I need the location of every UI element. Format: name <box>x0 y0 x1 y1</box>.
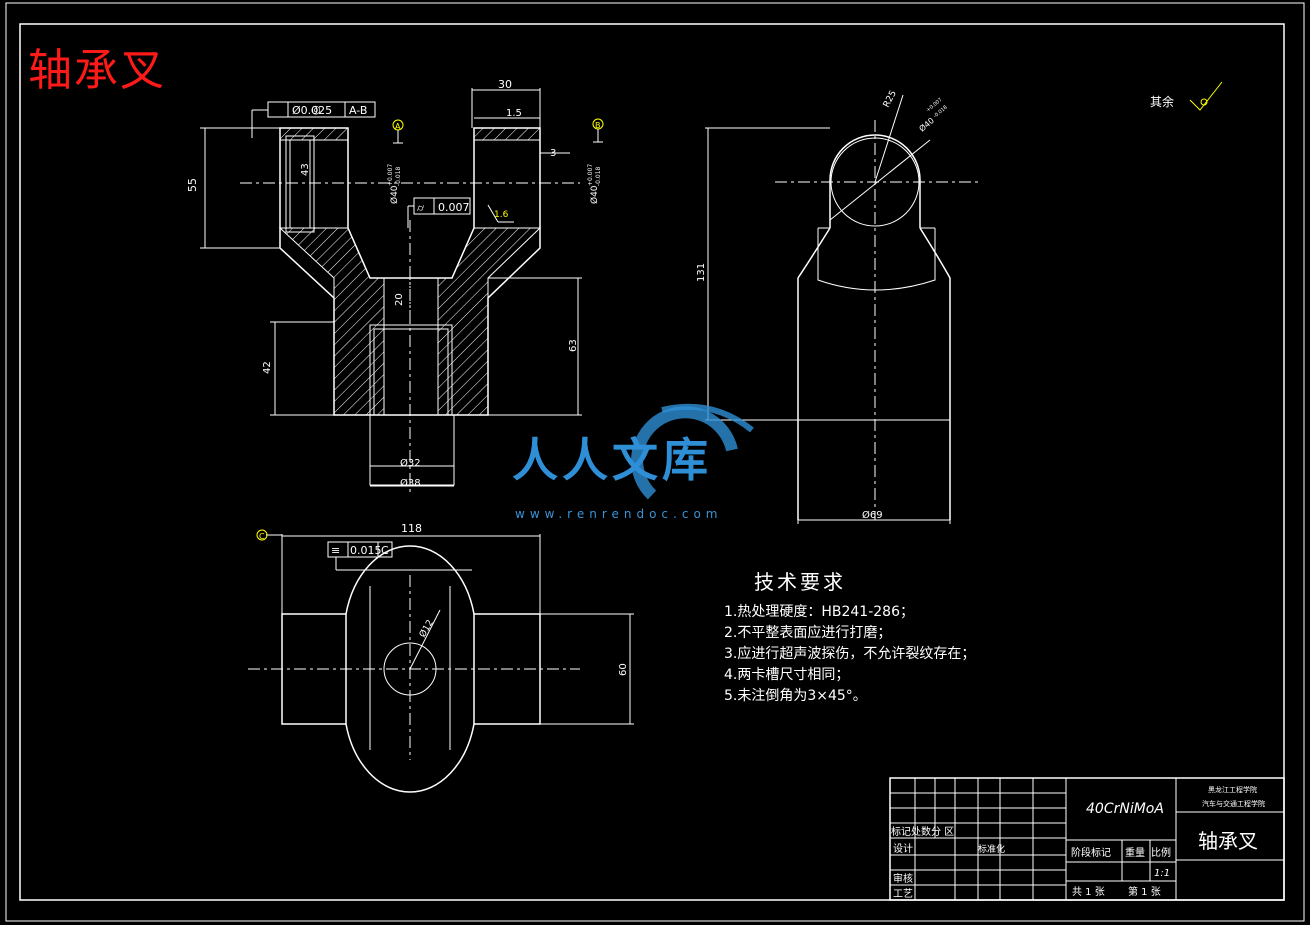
process-label: 工艺 <box>893 888 913 900</box>
drawing-title: 轴承叉 <box>28 45 166 96</box>
dim-phi38: Ø38 <box>400 477 421 489</box>
school-line2: 汽车与交通工程学院 <box>1202 799 1265 808</box>
concentricity-icon: ◎ <box>311 103 321 116</box>
tol-symmetry: 0.015 <box>350 544 382 557</box>
top-view-labels: 118 60 Ø12 ≡ 0.015 C C <box>256 522 629 676</box>
tech-requirements-heading: 技术要求 <box>754 570 846 594</box>
dim-phi32: Ø32 <box>400 457 421 469</box>
outer-frame <box>5 2 1305 922</box>
sheets-total: 共 1 张 <box>1072 886 1105 898</box>
dim-63: 63 <box>568 339 579 352</box>
review-label: 审核 <box>893 872 913 885</box>
title-block <box>889 777 1285 901</box>
dim-20: 20 <box>394 293 405 306</box>
dim-phi40-side: Ø40 <box>917 115 936 133</box>
dim-43-top: 43 <box>300 163 311 176</box>
front-view-labels: 55 43 30 1.5 3 Ø40 +0.007 -0.018 Ø40 +0.… <box>186 78 604 489</box>
tech-requirement-item: 3.应进行超声波探伤，不允许裂纹存在； <box>724 646 976 662</box>
dim-tol-upper-left: +0.007 <box>387 164 394 186</box>
school-line1: 黑龙江工程学院 <box>1208 785 1257 794</box>
dim-1-5: 1.5 <box>506 108 522 119</box>
roughness-value: 1.6 <box>494 210 509 220</box>
datum-c: C <box>259 532 265 541</box>
tech-requirement-item: 2.不平整表面应进行打磨； <box>724 625 892 641</box>
standard-label: 标准化 <box>978 843 1005 855</box>
dim-phi12: Ø12 <box>417 618 436 640</box>
tol-symmetry-datum: C <box>381 544 389 557</box>
tech-requirements-list: 1.热处理硬度：HB241-286； 2.不平整表面应进行打磨； 3.应进行超声… <box>724 602 975 707</box>
watermark-brand: 人人文库 <box>512 433 712 487</box>
design-label: 设计 <box>893 842 913 855</box>
datum-c-marker <box>256 529 268 541</box>
roughness-note: 其余 <box>1150 94 1174 109</box>
cylindricity-icon: ⌭ <box>417 203 425 214</box>
dim-30: 30 <box>498 78 512 91</box>
dim-r25: R25 <box>882 89 899 109</box>
title-block-text: 40CrNiMoA 黑龙江工程学院 汽车与交通工程学院 轴承叉 标记处数分 区 … <box>891 785 1265 900</box>
top-view <box>248 534 634 793</box>
watermark-url: www.renrendoc.com <box>515 507 723 521</box>
dim-phi69: Ø69 <box>862 509 883 521</box>
scale-label: 比例 <box>1151 846 1171 859</box>
dim-118: 118 <box>401 522 422 535</box>
tol-concentricity-datum: A-B <box>349 104 367 117</box>
roughness-icon <box>1189 81 1223 111</box>
dim-55: 55 <box>186 178 199 192</box>
inner-frame <box>19 23 1285 901</box>
dim-phi40-left: Ø40 <box>389 185 400 204</box>
symmetry-icon: ≡ <box>331 544 340 557</box>
watermark-logo-icon <box>631 403 754 500</box>
front-section-view <box>200 88 582 495</box>
datum-b: B <box>595 121 601 130</box>
dim-60: 60 <box>618 663 629 676</box>
mark-row: 标记处数分 区 <box>891 825 954 838</box>
tech-requirement-item: 1.热处理硬度：HB241-286； <box>724 604 914 620</box>
tol-cylindricity: 0.007 <box>438 201 470 214</box>
side-view <box>705 94 980 524</box>
dim-tol-lower-left: -0.018 <box>395 166 402 186</box>
dim-tol-upper-right: +0.007 <box>587 164 594 186</box>
tech-requirement-item: 4.两卡槽尺寸相同； <box>724 667 850 683</box>
dim-131: 131 <box>696 263 707 282</box>
tech-requirement-item: 5.未注倒角为3×45°。 <box>724 688 867 704</box>
datum-a: A <box>395 122 401 131</box>
material: 40CrNiMoA <box>1086 801 1164 817</box>
scale-value: 1:1 <box>1154 868 1170 879</box>
weight-label: 重量 <box>1125 846 1145 859</box>
stage-mark: 阶段标记 <box>1071 846 1111 859</box>
part-name: 轴承叉 <box>1198 829 1258 853</box>
dim-3: 3 <box>550 148 556 159</box>
tol-concentricity: Ø0.025 <box>292 104 332 117</box>
dim-phi40-right: Ø40 <box>589 185 600 204</box>
dim-tol-lower-right: -0.018 <box>595 166 602 186</box>
sheet-number: 第 1 张 <box>1128 885 1161 898</box>
dim-42: 42 <box>262 361 273 374</box>
